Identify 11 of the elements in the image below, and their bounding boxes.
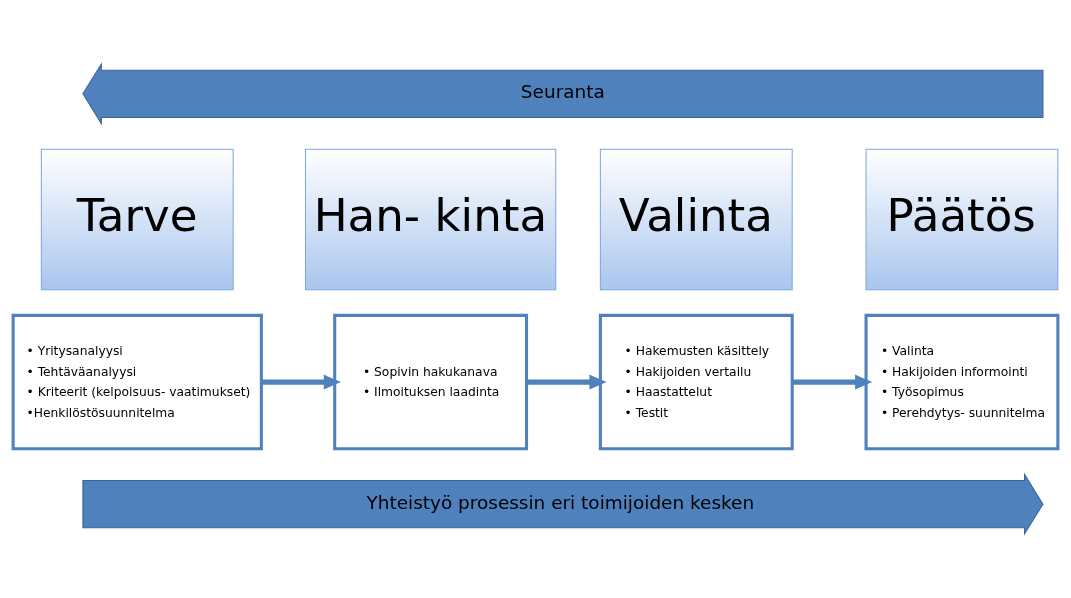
arrow <box>792 374 873 390</box>
node-box: • Sopivin hakukanava • Ilmoituksen laadinta <box>333 313 529 451</box>
arrow <box>526 374 607 390</box>
node-box: • Valinta • Hakijoiden informointi • Työsopimus • Perehdytys- suunnitelma <box>864 313 1060 451</box>
node-box: • Hakemusten käsittely • Hakijoiden vertailu • Haastattelut • Testit <box>598 313 794 451</box>
node-box: Han- kinta <box>304 148 557 291</box>
arrow <box>261 374 341 390</box>
node-box: Valinta <box>599 148 793 291</box>
node-box: • Yritysanalyysi • Tehtäväanalyysi • Kriteerit (kelpoisuus- vaatimukset) •Henkilöstösuunnitelma <box>11 313 263 451</box>
node-box: Tarve <box>40 148 234 291</box>
node-box: Päätös <box>865 148 1059 291</box>
